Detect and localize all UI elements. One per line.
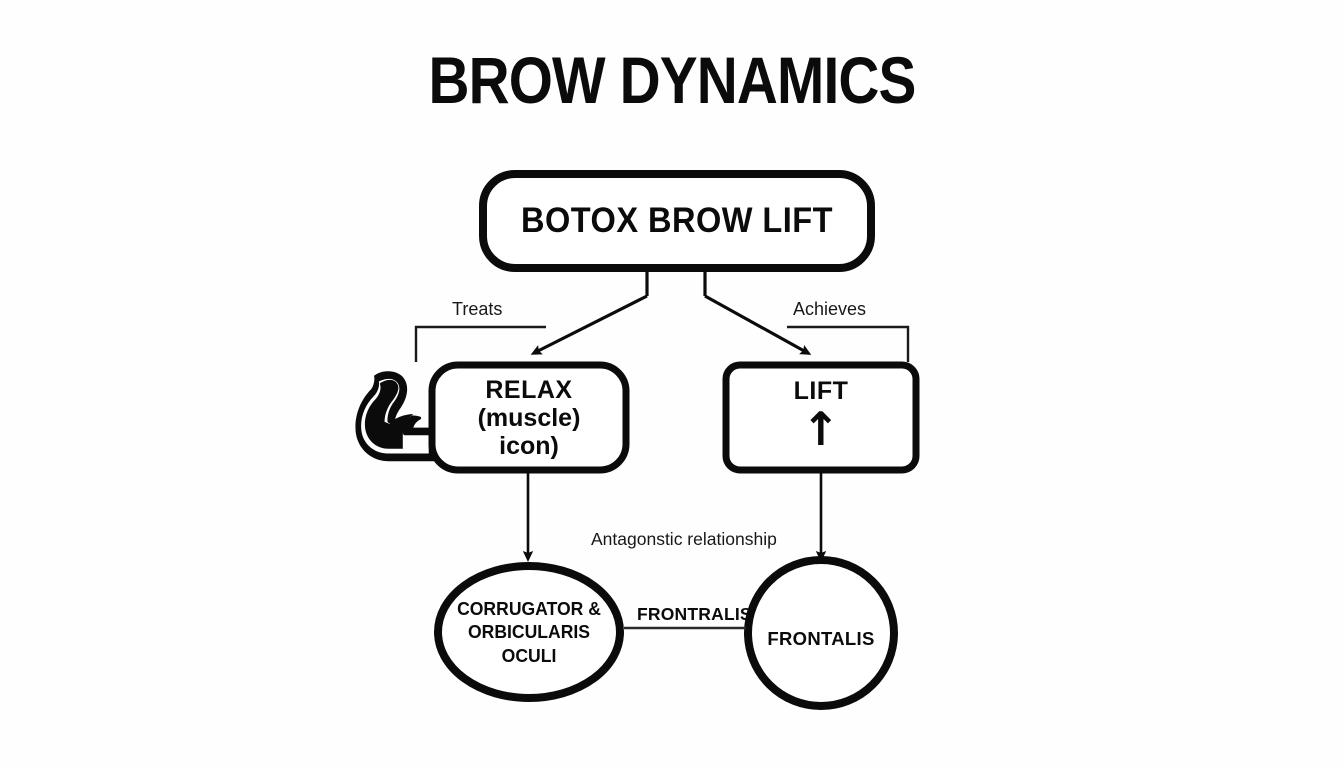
page-title: BROW DYNAMICS [428, 43, 916, 117]
flexed-biceps-icon [355, 371, 436, 462]
bracket-treats [414, 325, 546, 362]
bracket-achieves [787, 325, 910, 362]
edge-label-treats: Treats [452, 299, 503, 319]
edge-label-achieves: Achieves [793, 299, 867, 319]
edge-label-frontralis: FRONTRALIS [637, 604, 752, 624]
node-botox-brow-lift[interactable] [479, 170, 875, 272]
node-lift[interactable] [722, 361, 920, 474]
edge-root-to-lift [703, 272, 812, 355]
node-frontalis[interactable] [744, 556, 898, 710]
edge-root-to-relax [530, 272, 649, 355]
node-relax[interactable] [428, 361, 630, 474]
annotation-antagonistic-relationship: Antagonstic relationship [591, 529, 777, 549]
node-corrugator[interactable] [434, 562, 624, 702]
